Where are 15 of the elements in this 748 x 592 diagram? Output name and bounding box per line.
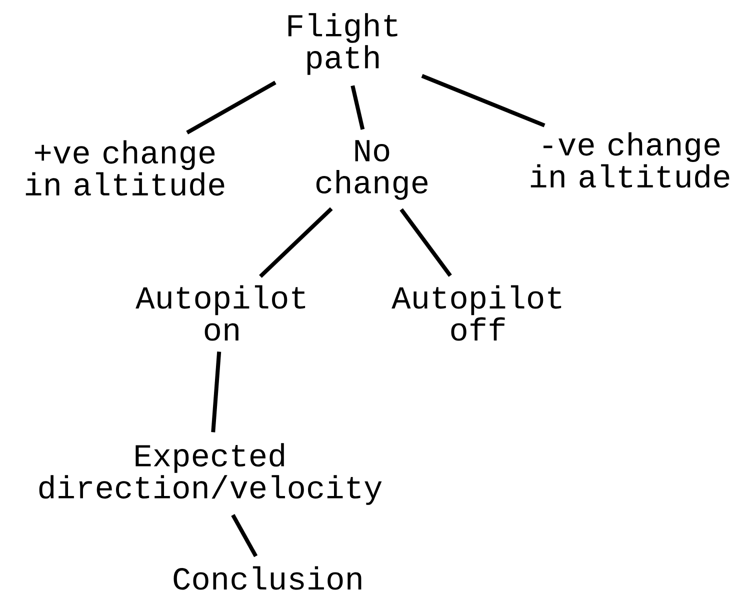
connector-line bbox=[350, 85, 365, 130]
node-text: Autopilot on bbox=[136, 285, 306, 341]
node-text: Expected direction/velocity bbox=[39, 443, 382, 505]
node-text: Conclusion bbox=[174, 566, 362, 590]
connector-line bbox=[211, 352, 222, 432]
connector-line bbox=[231, 514, 258, 558]
node-text: Flight path bbox=[288, 13, 398, 75]
node-text: No change bbox=[316, 140, 428, 200]
connector-line bbox=[400, 208, 452, 277]
connector-line bbox=[421, 74, 546, 128]
connector-line bbox=[186, 80, 276, 134]
connector-line bbox=[259, 207, 333, 278]
node-text: +ve change in altitude bbox=[26, 140, 224, 196]
node-text: Autopilot off bbox=[392, 285, 562, 341]
node-text: -ve change in altitude bbox=[530, 132, 730, 188]
